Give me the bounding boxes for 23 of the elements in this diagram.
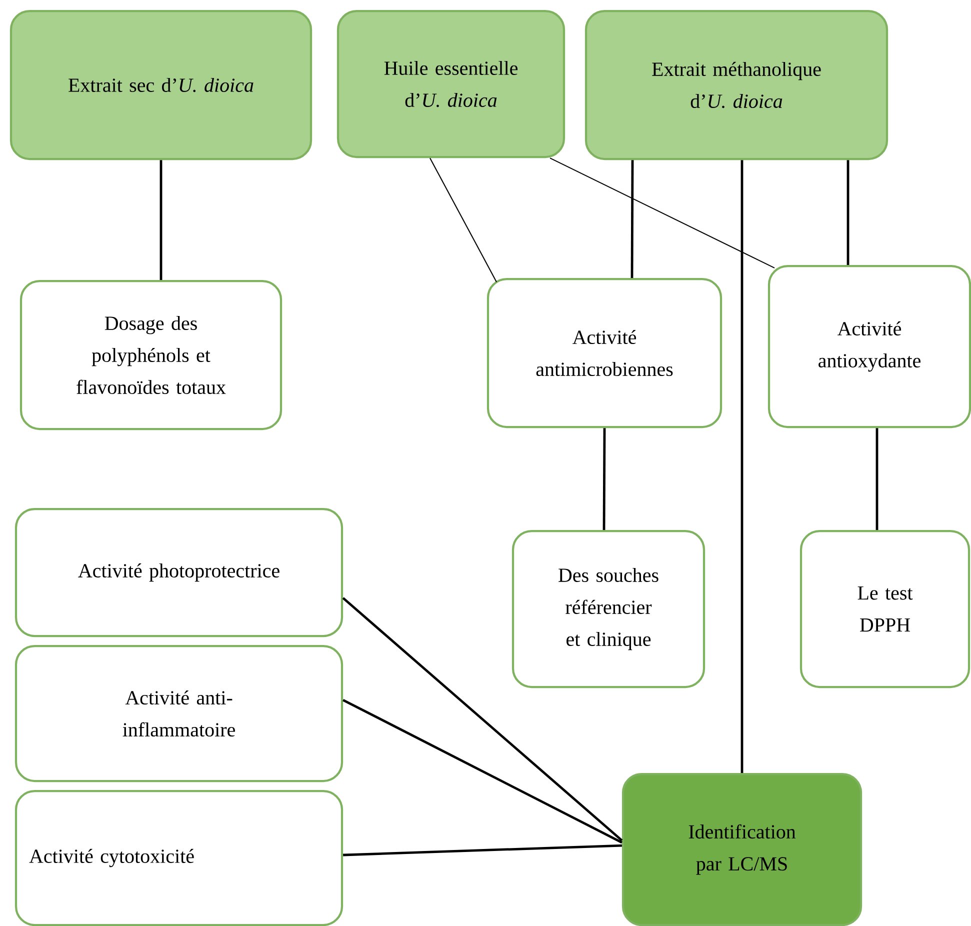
connector-line [342,597,623,842]
analysis-box: Identification par LC/MS [622,772,862,926]
connector-line [343,844,622,856]
method-box: Dosage des polyphénols et flavonoïdes totaux [20,280,282,430]
connector-line [740,160,744,773]
extract-box: Extrait sec d’U. dioica [10,10,312,160]
activity-box: Activité antimicrobiennes [486,278,722,428]
extract-box: Extrait méthanolique d’U. dioica [584,10,888,160]
extract-box: Huile essentielle d’U. dioica [336,10,566,158]
connector-line [602,428,606,530]
method-box: Des souches référencier et clinique [512,530,706,688]
connector-line [160,160,162,280]
method-box: Le test DPPH [800,530,970,688]
connector-line [846,160,850,265]
connector-line [430,158,497,282]
activity-box: Activité antioxydante [768,264,971,428]
activity-box: Activité anti-inflammatoire [14,644,344,782]
connector-line [876,428,878,530]
connector-line [630,160,634,278]
activity-box: Activité photoprotectrice [14,508,344,638]
connector-line [342,698,622,844]
activity-box: Activité cytotoxicité [14,790,344,926]
connector-line [550,158,775,268]
